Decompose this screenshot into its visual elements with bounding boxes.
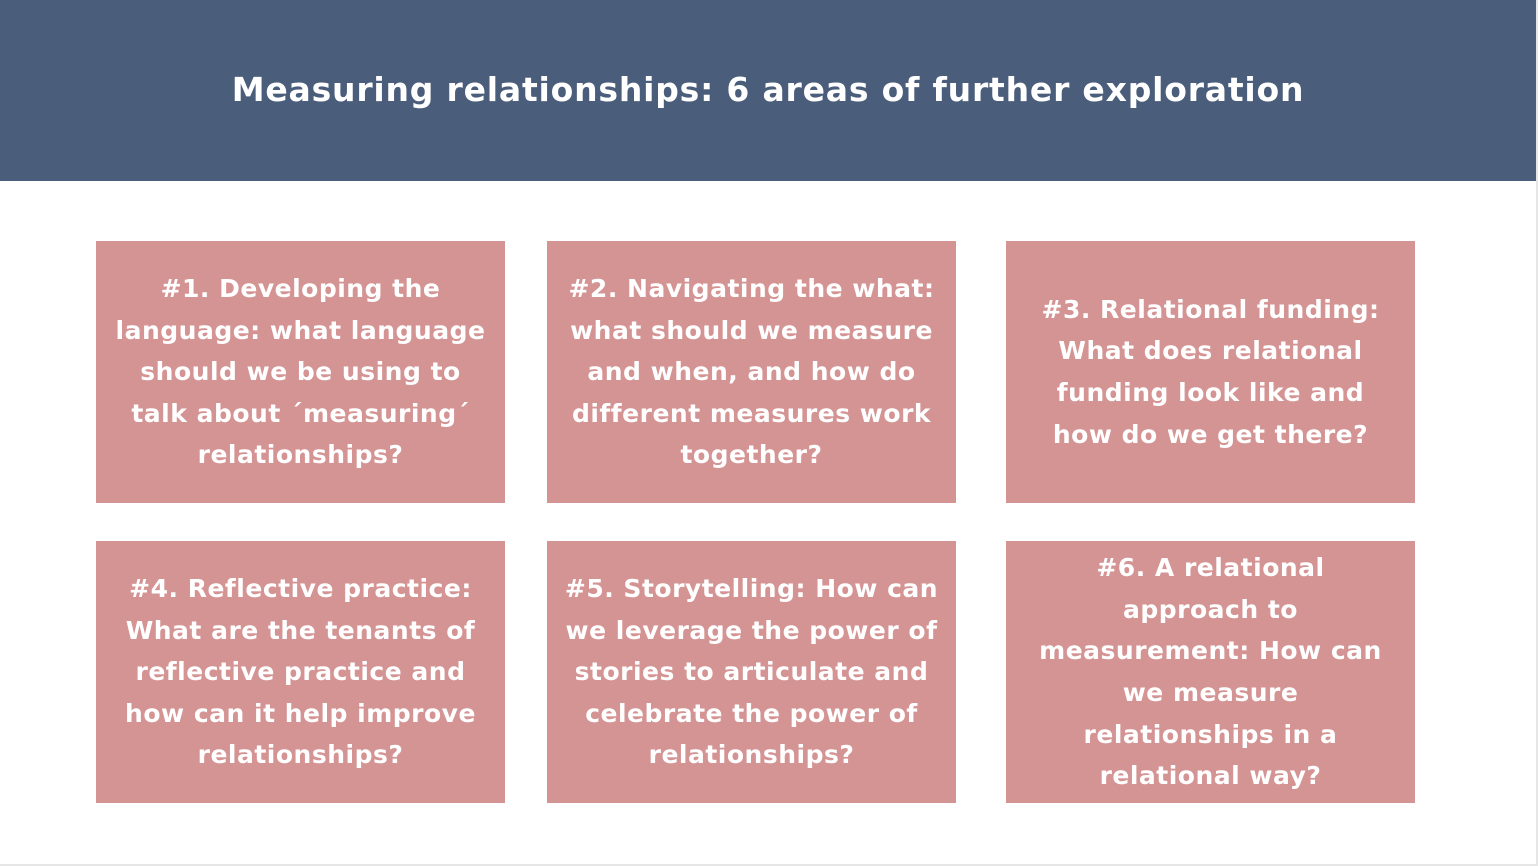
- exploration-card-6: #6. A relational approach to measurement…: [1006, 541, 1415, 803]
- exploration-card-5: #5. Storytelling: How can we leverage th…: [547, 541, 956, 803]
- exploration-card-1: #1. Developing the language: what langua…: [96, 241, 505, 503]
- slide-title: Measuring relationships: 6 areas of furt…: [231, 70, 1305, 109]
- card-3-text: #3. Relational funding: What does relati…: [1041, 294, 1380, 449]
- card-6-text: #6. A relational approach to measurement…: [1039, 553, 1382, 791]
- exploration-card-3: #3. Relational funding: What does relati…: [1006, 241, 1415, 503]
- title-banner: Measuring relationships: 6 areas of furt…: [0, 0, 1536, 181]
- exploration-card-2: #2. Navigating the what: what should we …: [547, 241, 956, 503]
- card-5-text: #5. Storytelling: How can we leverage th…: [564, 574, 939, 770]
- card-2-text: #2. Navigating the what: what should we …: [568, 274, 935, 470]
- card-1-text: #1. Developing the language: what langua…: [115, 274, 486, 470]
- exploration-card-4: #4. Reflective practice: What are the te…: [96, 541, 505, 803]
- card-4-text: #4. Reflective practice: What are the te…: [125, 574, 476, 770]
